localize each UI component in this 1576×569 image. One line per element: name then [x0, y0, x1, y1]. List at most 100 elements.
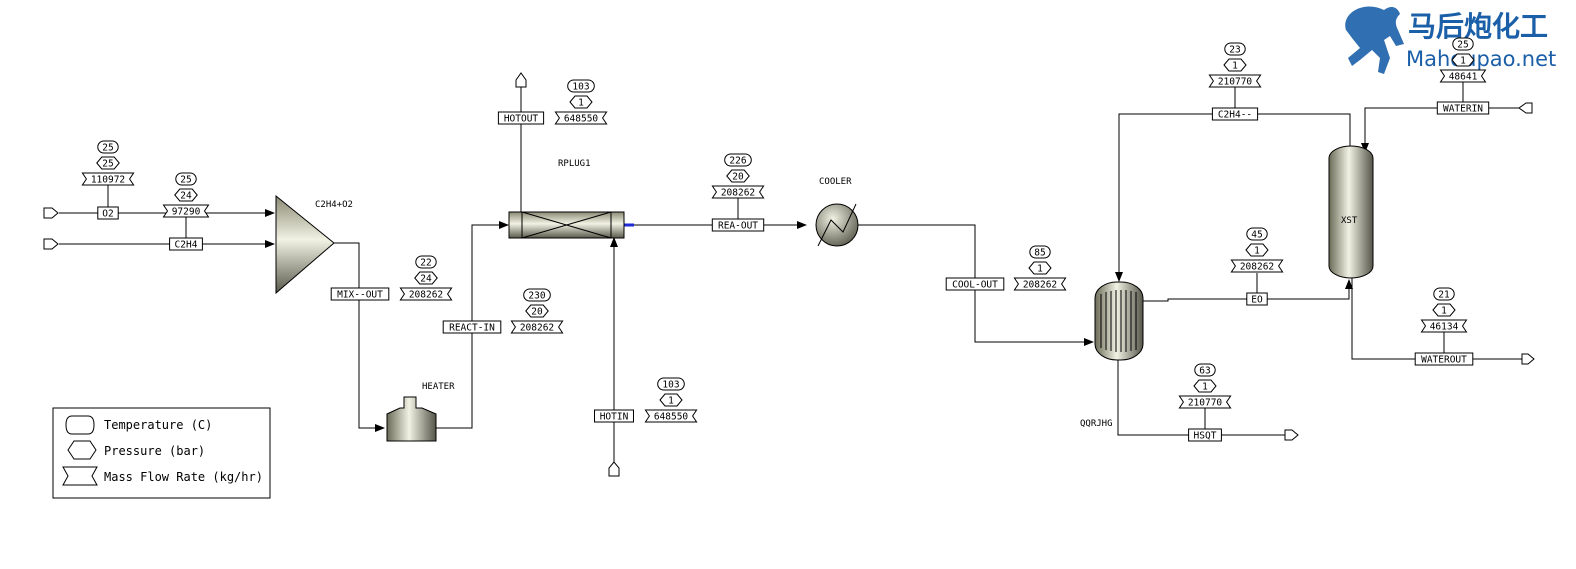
stream-line-eo: [1143, 279, 1353, 302]
stream-label-eo: EO: [1251, 295, 1263, 306]
flow-value-waterout: 46134: [1430, 322, 1459, 333]
stream-label-mixout-box[interactable]: [330, 287, 390, 301]
feed-arrow-o2: [43, 207, 59, 219]
pressure-value-reactin: 20: [531, 307, 543, 318]
flow-value-reaout: 208262: [721, 188, 755, 199]
stream-tags: O22525110972C2H4252497290MIX--OUT2224208…: [81, 37, 1490, 442]
pressure-tag-reaout: [726, 169, 750, 183]
flow-value-coolout: 208262: [1023, 280, 1057, 291]
pressure-tag-mixout: [414, 271, 438, 285]
rplug-reactor-block[interactable]: RPLUG1: [508, 159, 625, 239]
temperature-tag-hsqt: [1194, 363, 1216, 377]
temperature-value-hotin: 103: [662, 380, 679, 391]
flow-tag-waterout: [1420, 319, 1468, 333]
product-arrow-hsqt: [1284, 429, 1299, 441]
flow-tag-waterin: [1439, 69, 1487, 83]
stream-label-hotin: HOTIN: [600, 412, 629, 423]
mixer-label: C2H4+O2: [315, 200, 353, 210]
stream-label-reactin: REACT-IN: [449, 323, 495, 334]
stream-label-waterin: WATERIN: [1443, 104, 1483, 115]
pressure-tag-eo: [1245, 243, 1269, 257]
temperature-tag-hotout: [567, 79, 595, 93]
pressure-tag-coolout: [1028, 261, 1052, 275]
feed-product-arrows: [43, 72, 1535, 477]
horse-icon: [1345, 6, 1404, 74]
stream-label-o2: O2: [102, 209, 113, 220]
pressure-tag-c2h4: [174, 188, 198, 202]
legend-temperature: Temperature (C): [104, 418, 212, 432]
pressure-value-hsqt: 1: [1202, 382, 1208, 393]
temperature-tag-c2h4: [175, 172, 197, 186]
temperature-tag-c2h4r: [1224, 42, 1246, 56]
flow-value-eo: 208262: [1240, 262, 1274, 273]
stream-label-c2h4r: C2H4--: [1218, 110, 1252, 121]
temperature-value-o2: 25: [102, 143, 113, 154]
pressure-tag-waterin: [1451, 53, 1475, 67]
flow-value-waterin: 48641: [1449, 72, 1478, 83]
product-arrow-hotout: [515, 72, 527, 88]
flow-tag-reaout: [711, 185, 765, 199]
pressure-value-o2: 25: [102, 159, 113, 170]
mixer-block[interactable]: C2H4+O2: [275, 194, 353, 295]
flow-value-o2: 110972: [91, 175, 125, 186]
flow-tag-reactin: [510, 320, 564, 334]
temperature-tag-eo: [1246, 227, 1268, 241]
stream-line-waterin: [1361, 107, 1520, 153]
temperature-value-reaout: 226: [729, 156, 746, 167]
stream-line-c2h4-recycle: [1115, 113, 1351, 282]
flow-tag-eo: [1230, 259, 1284, 273]
temperature-value-mixout: 22: [420, 258, 431, 269]
temperature-value-c2h4r: 23: [1229, 45, 1240, 56]
pressure-value-c2h4r: 1: [1232, 61, 1238, 72]
heater-furnace-icon: [386, 396, 437, 442]
column-label: XST: [1341, 216, 1358, 226]
flow-value-c2h4r: 210770: [1218, 77, 1253, 88]
exchanger-tubes: [1100, 290, 1137, 352]
feed-arrow-hotin: [608, 461, 620, 477]
pressure-value-hotout: 1: [578, 98, 584, 109]
stream-label-hotout-box[interactable]: [497, 111, 545, 125]
temperature-tag-hotin: [657, 377, 685, 391]
mass-flow-tag-icon: [62, 466, 98, 486]
pressure-tag-hotin: [659, 393, 683, 407]
pressure-value-reaout: 20: [732, 172, 744, 183]
feed-arrow-c2h4: [43, 238, 59, 250]
flow-tag-o2: [81, 172, 135, 186]
stream-label-coolout-box[interactable]: [945, 277, 1005, 291]
flow-tag-c2h4r: [1208, 74, 1262, 88]
exchanger-label: QQRJHG: [1080, 419, 1113, 429]
pressure-value-c2h4: 24: [180, 191, 192, 202]
pressure-tag-hsqt: [1193, 379, 1217, 393]
heater-label: HEATER: [422, 382, 455, 392]
stream-label-reaout: REA-OUT: [718, 221, 758, 232]
cooler-block[interactable]: COOLER: [815, 177, 859, 247]
pressure-tag-waterout: [1432, 303, 1456, 317]
stream-line-hsqt: [1117, 360, 1285, 436]
flow-value-c2h4: 97290: [172, 207, 201, 218]
temperature-tag-coolout: [1029, 245, 1051, 259]
temperature-tag-waterout: [1433, 287, 1455, 301]
flow-value-hotout: 648550: [564, 114, 599, 125]
pressure-value-waterout: 1: [1441, 306, 1447, 317]
stream-label-mixout: MIX--OUT: [337, 290, 383, 301]
logo: 马后炮化工 Mahoupao.net: [1345, 6, 1556, 74]
temperature-value-coolout: 85: [1034, 248, 1045, 259]
column-vessel-icon: [1328, 145, 1374, 279]
temperature-tag-waterin: [1452, 37, 1474, 51]
temperature-tag-reactin: [523, 288, 551, 302]
pressure-value-coolout: 1: [1037, 264, 1043, 275]
stream-line-mixout: [334, 242, 385, 432]
cooler-exchanger-icon: [815, 203, 859, 247]
stream-label-hotin-box[interactable]: [594, 409, 634, 423]
exchanger-block[interactable]: QQRJHG: [1080, 281, 1144, 429]
legend: Temperature (C) Pressure (bar) Mass Flow…: [52, 407, 271, 499]
pressure-value-waterin: 1: [1460, 56, 1466, 67]
column-block[interactable]: XST: [1328, 145, 1374, 279]
temperature-value-hsqt: 63: [1199, 366, 1210, 377]
pressure-tag-c2h4r: [1223, 58, 1247, 72]
stream-label-reactin-box[interactable]: [442, 320, 502, 334]
heater-block[interactable]: HEATER: [386, 382, 455, 442]
product-arrow-waterout: [1521, 353, 1535, 365]
flow-tag-mixout: [399, 287, 453, 301]
